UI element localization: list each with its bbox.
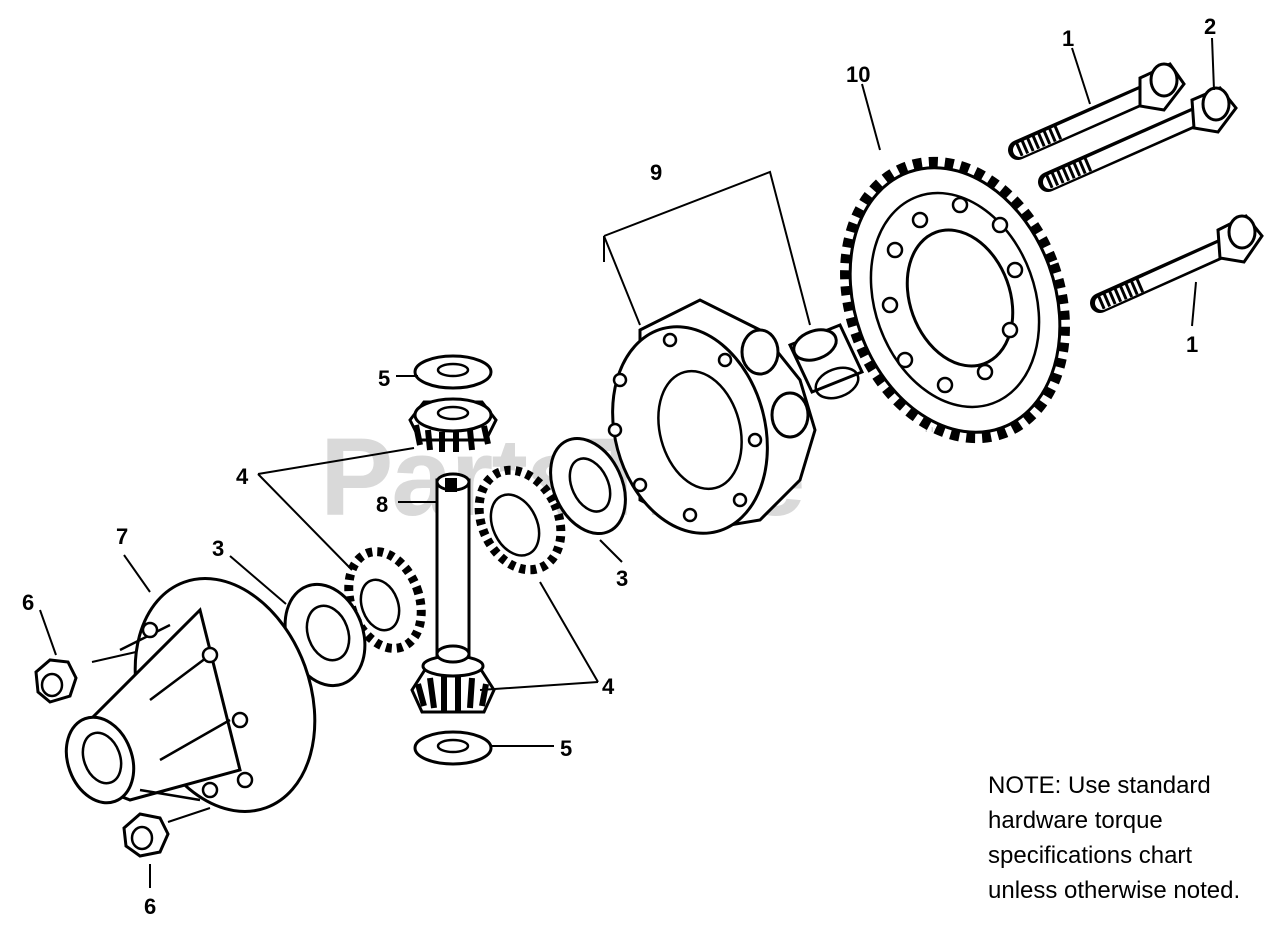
callout-1-top: 1 <box>1062 26 1074 51</box>
cross-shaft[interactable] <box>435 472 471 664</box>
callout-labels: 1 2 1 10 9 5 4 8 3 7 6 4 5 3 6 <box>22 14 1216 919</box>
torque-note: NOTE: Use standard hardware torque speci… <box>988 768 1273 908</box>
callout-4-right: 4 <box>602 674 615 699</box>
callout-5-top: 5 <box>378 366 390 391</box>
side-gear-right[interactable] <box>464 457 577 583</box>
note-line: NOTE: Use standard <box>988 772 1211 799</box>
callout-8: 8 <box>376 492 388 517</box>
callout-3-left: 3 <box>212 536 224 561</box>
callout-5-bottom: 5 <box>560 736 572 761</box>
note-line: specifications chart <box>988 842 1193 869</box>
bolt-lower[interactable] <box>1090 214 1264 313</box>
pinion-gear-top[interactable] <box>408 397 498 452</box>
callout-2: 2 <box>1204 14 1216 39</box>
note-line: hardware torque <box>988 807 1163 834</box>
callout-3-right: 3 <box>616 566 628 591</box>
callout-1-bottom: 1 <box>1186 332 1198 357</box>
callout-10: 10 <box>846 62 870 87</box>
note-line: unless otherwise noted. <box>988 877 1241 904</box>
callout-6-top: 6 <box>22 590 34 615</box>
differential-case[interactable] <box>590 298 817 551</box>
thrust-washer-right[interactable] <box>536 426 640 545</box>
bushing[interactable] <box>787 323 865 403</box>
differential-carrier[interactable] <box>55 553 346 837</box>
hex-nut-lower[interactable] <box>122 812 170 858</box>
leader-lines <box>39 37 1215 888</box>
pinion-gear-bottom[interactable] <box>410 654 496 714</box>
callout-7: 7 <box>116 524 128 549</box>
callout-6-bottom: 6 <box>144 894 156 919</box>
pinion-washer-bottom[interactable] <box>413 730 493 766</box>
bolt-upper[interactable] <box>1008 62 1186 160</box>
pinion-washer-top[interactable] <box>413 354 493 390</box>
ring-gear[interactable] <box>808 131 1102 470</box>
bolt-middle[interactable] <box>1038 86 1238 192</box>
callout-4-left: 4 <box>236 464 249 489</box>
hex-nut-upper[interactable] <box>34 658 78 704</box>
callout-9: 9 <box>650 160 662 185</box>
